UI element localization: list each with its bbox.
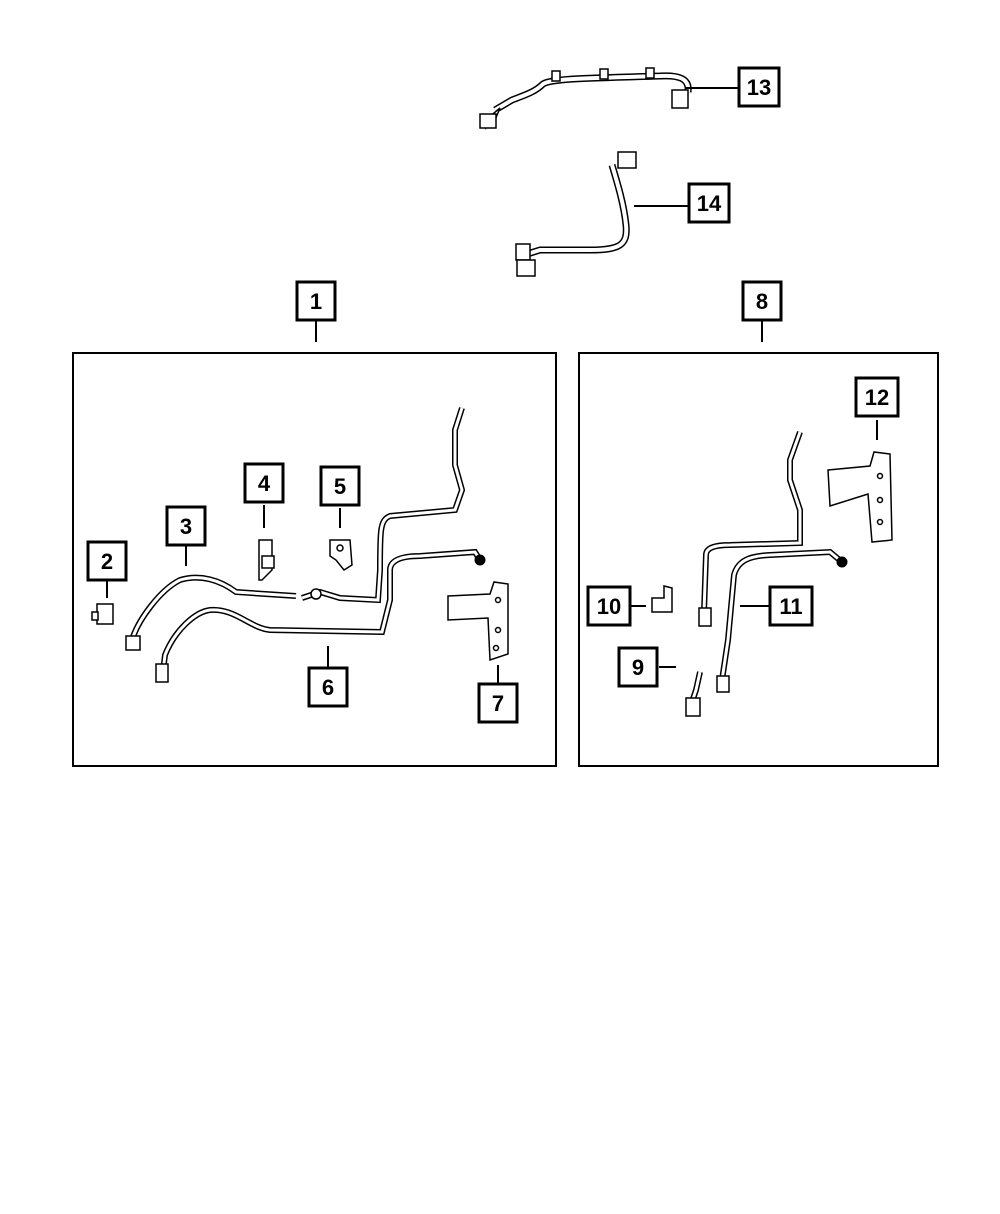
callout-8-label: 8: [756, 289, 768, 314]
group-8-frame: [578, 352, 939, 767]
callout-10: 10: [586, 585, 632, 627]
part-11-lines: [698, 430, 848, 693]
part-13-tube: [479, 67, 692, 131]
part-7-bracket: [447, 581, 509, 662]
part-6-line: [155, 407, 486, 683]
callout-6-label: 6: [322, 675, 334, 700]
callout-13: 13: [737, 66, 781, 108]
part-3-line: [125, 574, 297, 651]
callout-10-label: 10: [597, 594, 621, 619]
callout-9: 9: [617, 646, 659, 688]
callout-11-label: 11: [779, 594, 802, 619]
callout-14-label: 14: [697, 191, 722, 216]
callout-7-label: 7: [492, 691, 504, 716]
part-12-bracket: [827, 451, 893, 543]
callout-2: 2: [86, 540, 128, 582]
part-9-hose: [685, 671, 703, 717]
part-14-tube: [515, 151, 637, 277]
part-10-bracket: [651, 585, 673, 613]
callout-9-label: 9: [632, 655, 644, 680]
callout-4: 4: [243, 462, 285, 504]
callout-3: 3: [165, 505, 207, 547]
callout-2-label: 2: [101, 549, 113, 574]
callout-12-label: 12: [865, 385, 889, 410]
part-2-connector: [91, 603, 114, 625]
callout-6: 6: [307, 666, 349, 708]
callout-3-label: 3: [180, 514, 192, 539]
callout-4-label: 4: [258, 471, 271, 496]
callout-7: 7: [477, 682, 519, 724]
callout-14: 14: [687, 182, 731, 224]
part-4-bracket: [258, 539, 275, 581]
callout-1-label: 1: [310, 289, 322, 314]
callout-11: 11: [768, 585, 814, 627]
part-5-bracket: [329, 539, 353, 571]
callout-5: 5: [319, 465, 361, 507]
callout-12: 12: [854, 376, 900, 418]
callout-5-label: 5: [334, 474, 346, 499]
group-1-frame: [72, 352, 557, 767]
leader-lines: [106, 87, 878, 684]
callout-8: 8: [741, 280, 783, 322]
callout-13-label: 13: [747, 75, 771, 100]
callout-1: 1: [295, 280, 337, 322]
